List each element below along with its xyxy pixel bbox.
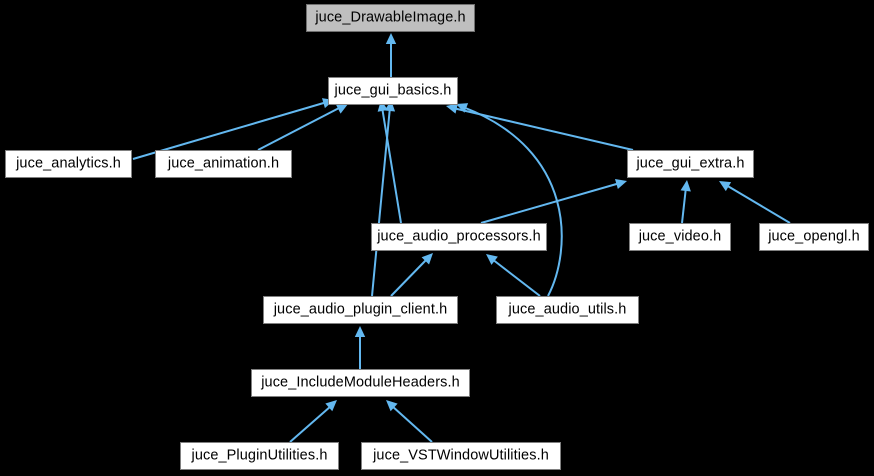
edge-vst_window_utilities-to-include_module_headers bbox=[391, 405, 433, 443]
graph-node-plugin_utilities[interactable]: juce_PluginUtilities.h bbox=[180, 442, 339, 470]
graph-node-label: juce_PluginUtilities.h bbox=[191, 447, 328, 464]
edge-audio_plugin_client-to-audio_processors bbox=[390, 258, 428, 297]
arrowhead-gui_extra-to-gui_basics bbox=[446, 103, 458, 114]
arrowhead-gui_basics-to-drawable_image bbox=[385, 33, 397, 44]
edge-audio_utils-to-audio_processors bbox=[491, 258, 541, 297]
graph-node-label: juce_audio_plugin_client.h bbox=[273, 301, 448, 318]
graph-node-video[interactable]: juce_video.h bbox=[629, 223, 731, 251]
graph-node-include_module_headers[interactable]: juce_IncludeModuleHeaders.h bbox=[251, 369, 470, 397]
graph-node-label: juce_DrawableImage.h bbox=[315, 9, 466, 26]
edge-analytics-to-gui_basics bbox=[132, 101, 328, 160]
edge-audio_utils-to-gui_basics bbox=[462, 106, 563, 297]
graph-node-opengl[interactable]: juce_opengl.h bbox=[759, 223, 869, 251]
edge-opengl-to-gui_extra bbox=[725, 184, 791, 224]
graph-node-audio_plugin_client[interactable]: juce_audio_plugin_client.h bbox=[263, 296, 458, 324]
graph-node-label: juce_IncludeModuleHeaders.h bbox=[261, 374, 460, 391]
graph-node-gui_extra[interactable]: juce_gui_extra.h bbox=[627, 150, 754, 178]
arrowhead-animation-to-gui_basics bbox=[335, 104, 348, 114]
arrowhead-audio_utils-to-gui_basics bbox=[456, 103, 469, 113]
edge-audio_processors-to-gui_extra bbox=[480, 182, 621, 224]
arrowhead-audio_plugin_client-to-gui_basics bbox=[384, 100, 396, 112]
arrowhead-opengl-to-gui_extra bbox=[719, 181, 732, 192]
graph-node-label: juce_video.h bbox=[638, 228, 722, 245]
graph-node-label: juce_audio_utils.h bbox=[508, 301, 627, 318]
graph-node-label: juce_gui_basics.h bbox=[334, 82, 452, 99]
graph-node-label: juce_gui_extra.h bbox=[636, 155, 745, 172]
edge-audio_processors-to-gui_basics bbox=[381, 106, 402, 224]
arrowhead-audio_plugin_client-to-audio_processors bbox=[421, 253, 433, 265]
graph-node-drawable_image[interactable]: juce_DrawableImage.h bbox=[306, 4, 475, 32]
arrowhead-video-to-gui_extra bbox=[680, 180, 691, 192]
arrowhead-vst_window_utilities-to-include_module_headers bbox=[386, 400, 398, 412]
arrowhead-include_module_headers-to-audio_plugin_client bbox=[354, 326, 366, 337]
edge-audio_plugin_client-to-gui_basics bbox=[371, 106, 391, 297]
graph-node-label: juce_animation.h bbox=[167, 155, 280, 172]
graph-node-analytics[interactable]: juce_analytics.h bbox=[5, 150, 132, 178]
graph-node-audio_utils[interactable]: juce_audio_utils.h bbox=[496, 296, 639, 324]
graph-node-audio_processors[interactable]: juce_audio_processors.h bbox=[371, 223, 547, 251]
edge-video-to-gui_extra bbox=[681, 186, 687, 224]
graph-node-animation[interactable]: juce_animation.h bbox=[155, 150, 292, 178]
graph-node-label: juce_analytics.h bbox=[16, 155, 121, 172]
edge-plugin_utilities-to-include_module_headers bbox=[289, 405, 332, 443]
arrowhead-audio_utils-to-audio_processors bbox=[486, 254, 498, 265]
edge-animation-to-gui_basics bbox=[257, 106, 342, 151]
graph-node-label: juce_VSTWindowUtilities.h bbox=[373, 447, 549, 464]
arrowhead-plugin_utilities-to-include_module_headers bbox=[325, 400, 337, 412]
arrowhead-audio_processors-to-gui_extra bbox=[614, 179, 627, 190]
graph-node-label: juce_opengl.h bbox=[768, 228, 860, 245]
graph-node-vst_window_utilities[interactable]: juce_VSTWindowUtilities.h bbox=[361, 442, 561, 470]
graph-node-label: juce_audio_processors.h bbox=[377, 228, 541, 245]
graph-node-gui_basics[interactable]: juce_gui_basics.h bbox=[328, 77, 458, 105]
